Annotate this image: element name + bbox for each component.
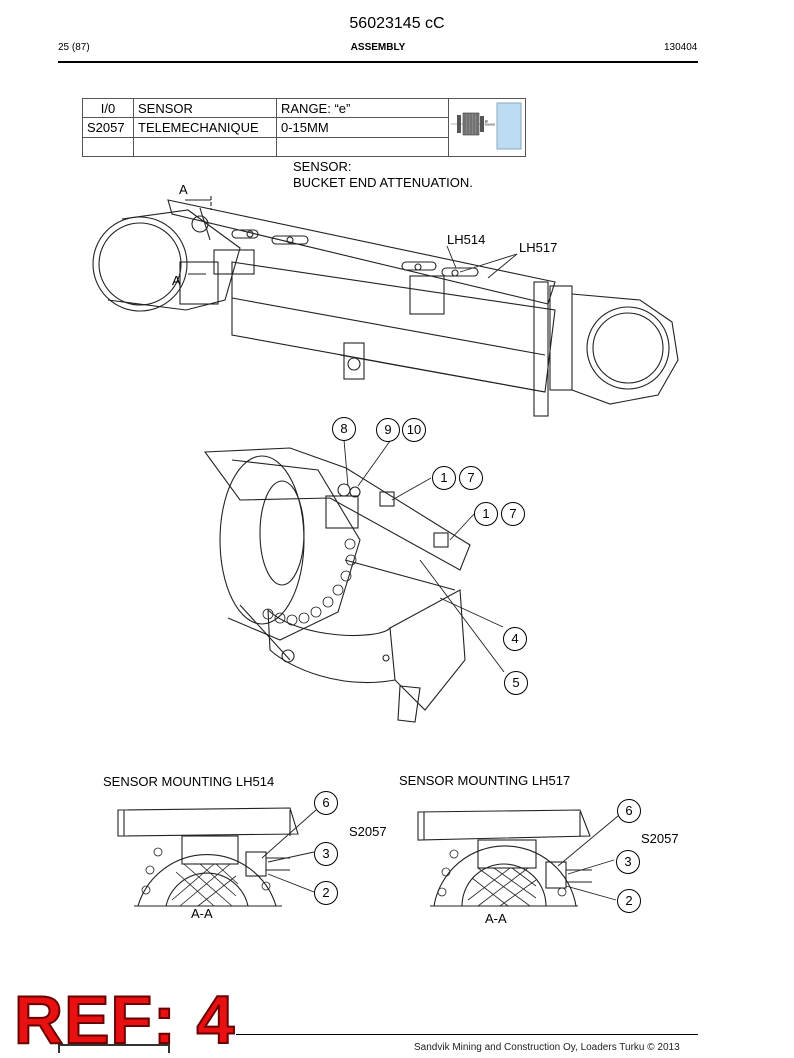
- table-empty-row: [82, 136, 526, 158]
- revision-date: 130404: [664, 42, 698, 53]
- footer-rule: [236, 1034, 698, 1035]
- callout-6: 6: [617, 799, 641, 823]
- sensor-note-line1: SENSOR:: [293, 159, 352, 174]
- sensor-thumbnail: e: [451, 102, 522, 150]
- page-number: 25 (87): [58, 42, 90, 53]
- company-logo: [58, 1044, 170, 1053]
- callout-1: 1: [432, 466, 456, 490]
- mounting-lh514-sensor-id: S2057: [349, 824, 387, 839]
- table-cell-sensor: TELEMECHANIQUE: [133, 117, 277, 138]
- callout-3: 3: [616, 850, 640, 874]
- callout-10: 10: [402, 418, 426, 442]
- detail-view: [203, 447, 471, 723]
- mounting-lh517-title: SENSOR MOUNTING LH517: [399, 773, 571, 788]
- callout-2: 2: [314, 881, 338, 905]
- mounting-lh514-title: SENSOR MOUNTING LH514: [103, 774, 275, 789]
- callout-9: 9: [376, 418, 400, 442]
- table-cell-io: S2057: [82, 117, 134, 138]
- sensor-note-line2: BUCKET END ATTENUATION.: [293, 175, 473, 190]
- mounting-lh517-sensor-id: S2057: [641, 831, 679, 846]
- section-marker-bottom: A: [172, 273, 181, 288]
- callout-2: 2: [617, 889, 641, 913]
- sensor-table: I/0 SENSOR RANGE: “e” e S2057 TELEMECHAN…: [82, 97, 526, 158]
- callout-7: 7: [501, 502, 525, 526]
- table-header-row: I/0 SENSOR RANGE: “e” e: [82, 97, 526, 157]
- mounting-lh517-drawing: [417, 809, 592, 907]
- callout-4: 4: [503, 627, 527, 651]
- callout-8: 8: [332, 417, 356, 441]
- document-number: 56023145 cC: [349, 15, 445, 32]
- ref-stamp: REF: 4: [13, 982, 236, 1058]
- callout-5: 5: [504, 671, 528, 695]
- callout-7: 7: [459, 466, 483, 490]
- header-rule: [58, 61, 698, 63]
- lh517-label: LH517: [519, 240, 558, 255]
- lh514-label: LH514: [447, 232, 486, 247]
- mounting-lh514-drawing: [117, 807, 299, 907]
- callout-6: 6: [314, 791, 338, 815]
- footer-copyright: Sandvik Mining and Construction Oy, Load…: [414, 1042, 680, 1053]
- sensor-image-cell: e: [448, 98, 526, 157]
- section-marker-top: A: [179, 182, 188, 197]
- mounting-lh517-section: A-A: [485, 911, 507, 926]
- callout-1: 1: [474, 502, 498, 526]
- cylinder-overview: [92, 196, 679, 417]
- mounting-lh514-section: A-A: [191, 906, 213, 921]
- section-title: ASSEMBLY: [350, 42, 406, 53]
- callout-3: 3: [314, 842, 338, 866]
- svg-text:e: e: [485, 119, 488, 125]
